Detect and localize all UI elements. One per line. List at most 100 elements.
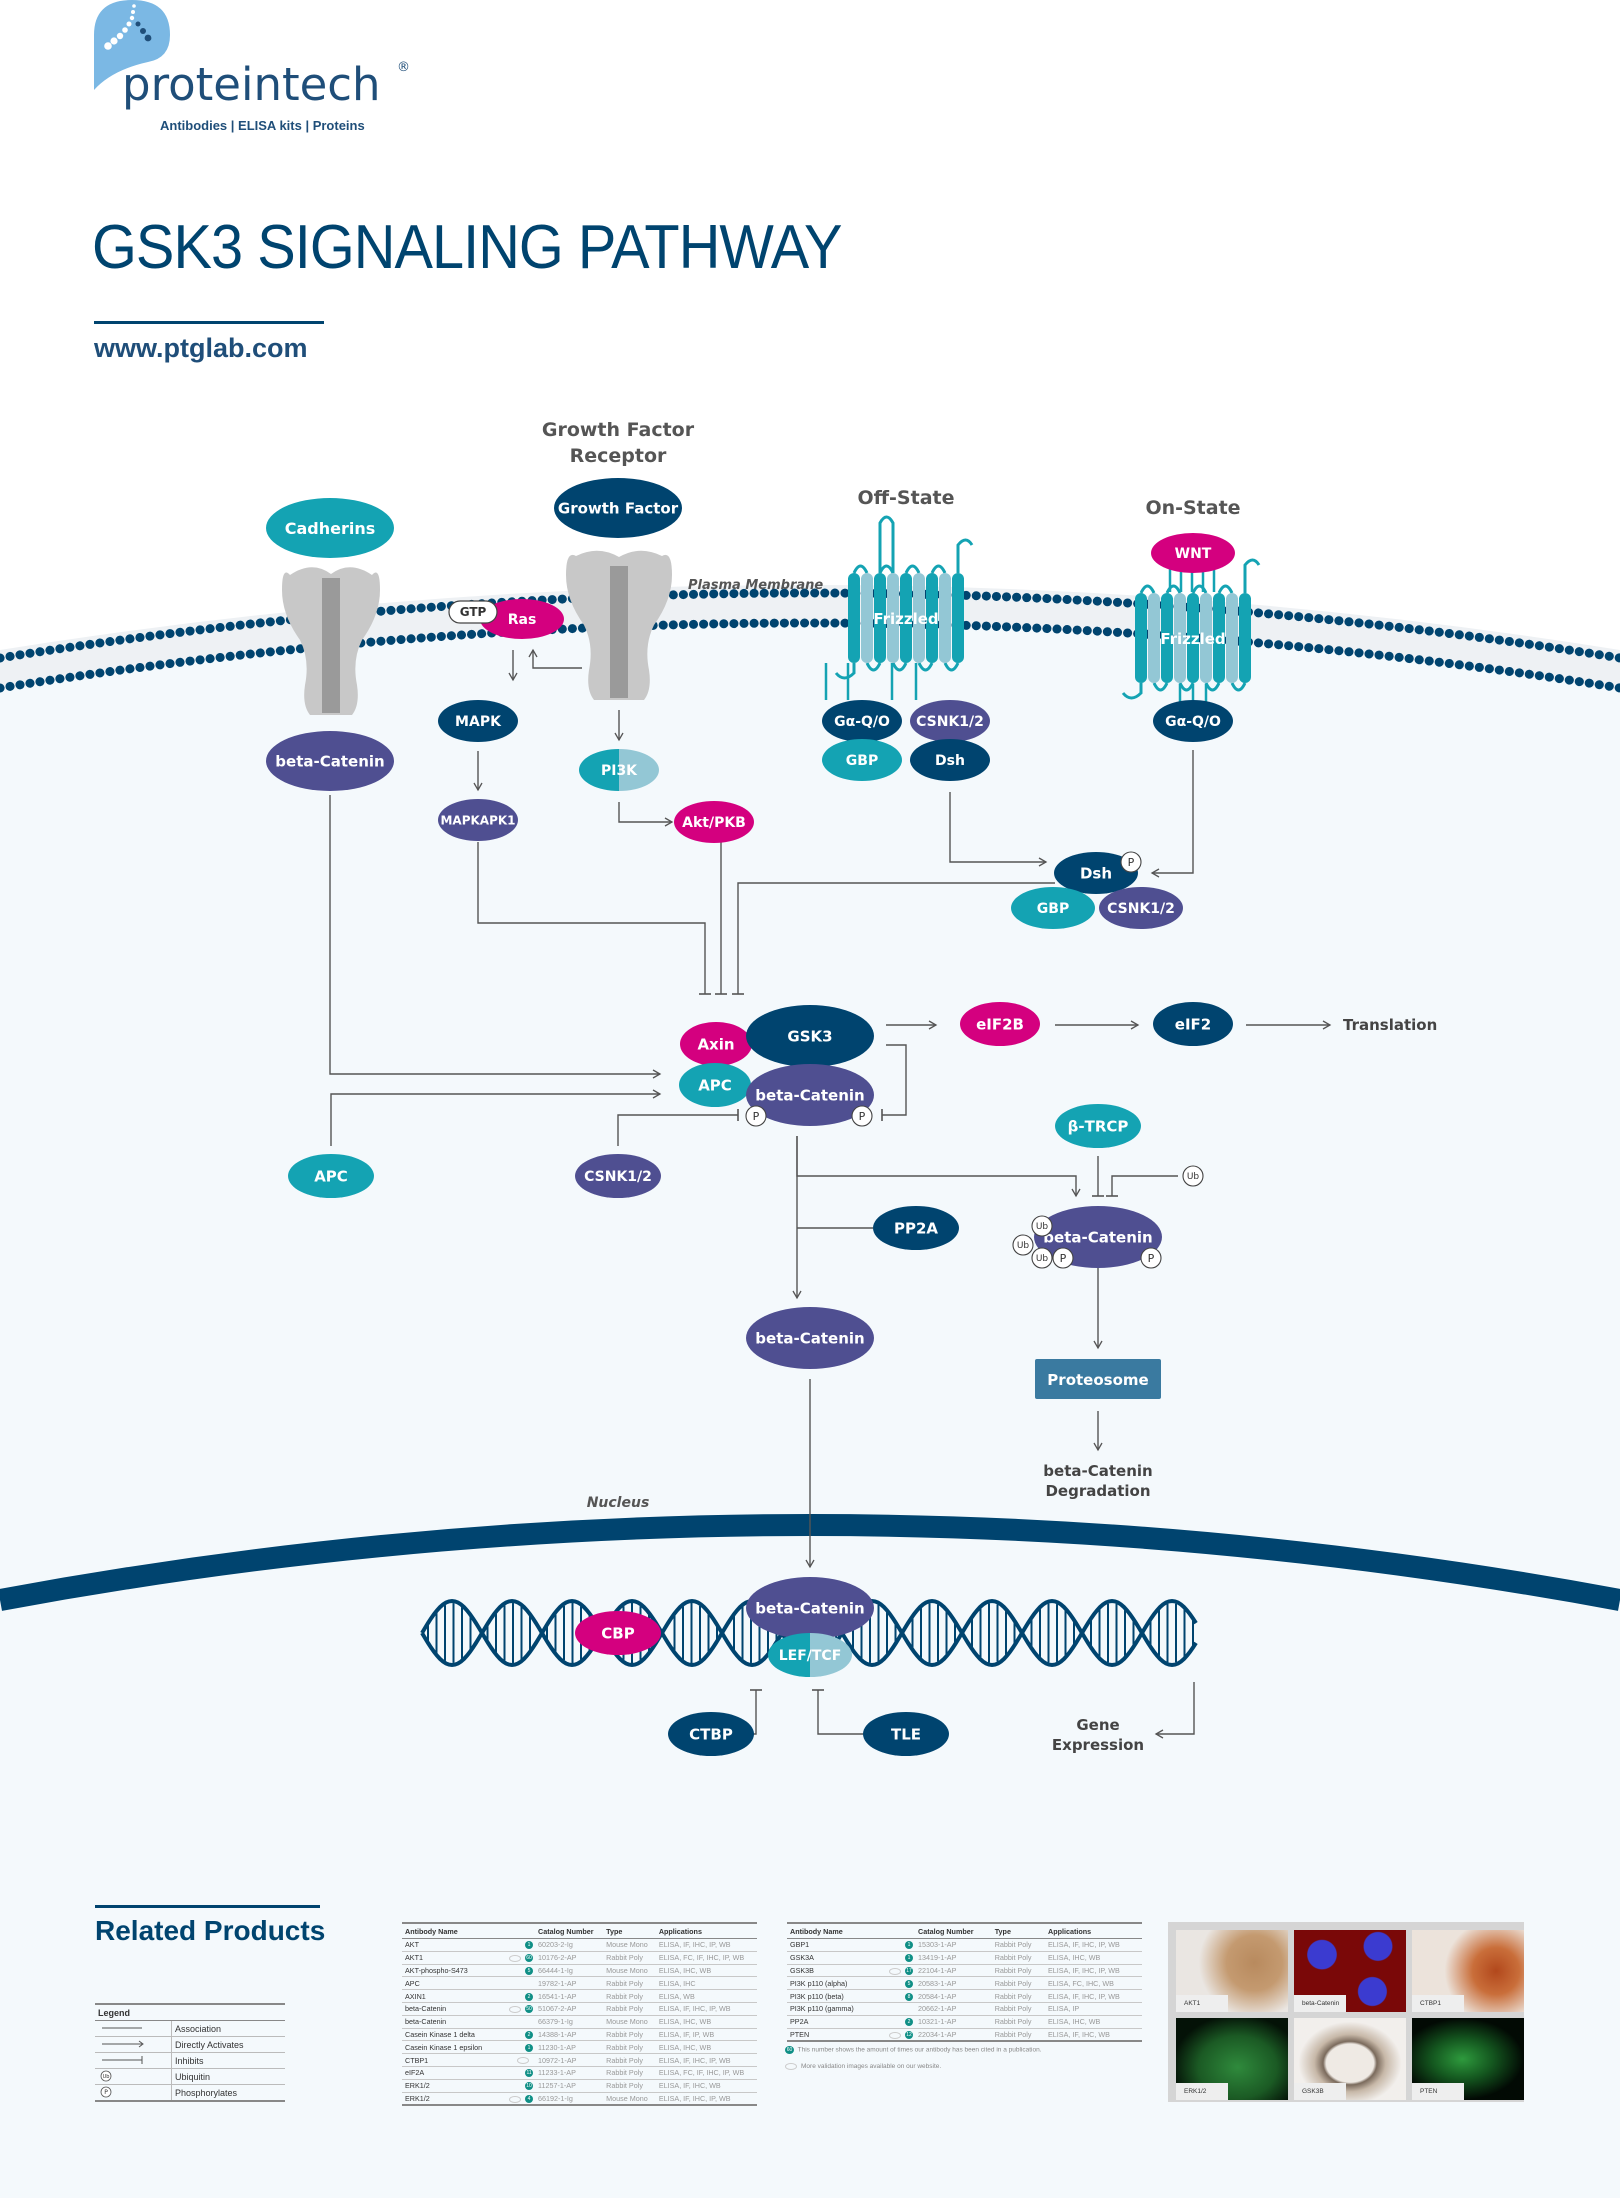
catalog-number[interactable]: 20662-1-AP [915,2002,992,2016]
node-lef-tcf[interactable]: LEF/TCF [768,1633,852,1677]
catalog-number[interactable]: 13419-1-AP [915,1951,992,1965]
antibody-name[interactable]: PTEN [787,2028,875,2043]
node-axin[interactable]: Axin [680,1022,752,1066]
validation-image[interactable]: PTEN [1412,2018,1524,2100]
node-beta-catenin-free[interactable]: beta-Catenin [746,1307,874,1369]
catalog-number[interactable]: 11257-1-AP [535,2079,604,2093]
catalog-number[interactable]: 66444-1-Ig [535,1964,604,1978]
node-apc-left[interactable]: APC [288,1154,374,1198]
antibody-name[interactable]: GSK3B [787,1964,875,1978]
proteosome-box[interactable]: Proteosome [1035,1359,1161,1399]
node-csnk-left[interactable]: CSNK1/2 [575,1154,661,1198]
antibody-name[interactable]: beta-Catenin [402,2002,495,2016]
antibody-name[interactable]: GBP1 [787,1938,875,1952]
antibody-name[interactable]: ERK1/2 [402,2092,495,2107]
antibody-name[interactable]: PI3K p110 (gamma) [787,2002,875,2016]
node-eif2[interactable]: eIF2 [1153,1002,1233,1046]
eye-icon[interactable] [517,2057,530,2065]
catalog-number[interactable]: 14388-1-AP [535,2028,604,2042]
node-tle[interactable]: TLE [863,1712,949,1756]
node-pp2a[interactable]: PP2A [873,1206,959,1250]
node-on-galpha[interactable]: Gα-Q/O [1153,700,1233,742]
validation-image[interactable]: ERK1/2 [1176,2018,1288,2100]
catalog-number[interactable]: 19782-1-AP [535,1976,604,1991]
node-btrcp[interactable]: β-TRCP [1055,1104,1141,1148]
antibody-name[interactable]: Casein Kinase 1 epsilon [402,2040,495,2055]
node-dsh-active[interactable]: Dsh [1054,852,1138,894]
node-beta-catenin-complex[interactable]: beta-Catenin [746,1064,874,1126]
catalog-number[interactable]: 10176-2-AP [535,1951,604,1965]
node-gbp-active[interactable]: GBP [1011,887,1095,929]
catalog-number[interactable]: 20584-1-AP [915,1989,992,2003]
node-off-dsh[interactable]: Dsh [910,739,990,781]
antibody-name[interactable]: AKT1 [402,1951,495,1965]
node-off-gbp[interactable]: GBP [822,739,902,781]
website-link[interactable]: www.ptglab.com [94,333,308,363]
eye-icon[interactable] [509,1954,522,1962]
eye-icon[interactable] [889,2031,902,2039]
node-apc-complex[interactable]: APC [679,1063,751,1107]
antibody-name[interactable]: APC [402,1976,495,1991]
node-akt[interactable]: Akt/PKB [674,801,754,843]
node-pi3k[interactable]: PI3K [579,749,659,791]
node-mapkapk1[interactable]: MAPKAPK1 [438,799,518,841]
validation-image[interactable]: GSK3B [1294,2018,1406,2100]
eye-icon[interactable] [509,2005,522,2013]
node-cbp[interactable]: CBP [575,1611,661,1655]
node-beta-catenin-nuclear[interactable]: beta-Catenin [746,1577,874,1639]
antibody-name[interactable]: AKT [402,1938,495,1952]
validation-image[interactable]: CTBP1 [1412,1930,1524,2012]
antibody-name[interactable]: PI3K p110 (alpha) [787,1976,875,1991]
node-eif2b[interactable]: eIF2B [960,1002,1040,1046]
node-off-galpha[interactable]: Gα-Q/O [822,700,902,742]
catalog-number[interactable]: 66192-1-Ig [535,2092,604,2107]
eye-icon[interactable] [509,2095,522,2103]
antibody-name[interactable]: ERK1/2 [402,2079,495,2093]
node-off-csnk[interactable]: CSNK1/2 [910,700,990,742]
antibody-name[interactable]: AXIN1 [402,1989,495,2003]
antibody-name[interactable]: PI3K p110 (beta) [787,1989,875,2003]
catalog-number[interactable]: 66379-1-Ig [535,2015,604,2029]
antibody-name[interactable]: PP2A [787,2015,875,2029]
antibody-name[interactable]: AKT-phospho-S473 [402,1964,495,1978]
catalog-number[interactable]: 22104-1-AP [915,1964,992,1978]
antibody-name[interactable]: eIF2A [402,2066,495,2080]
antibody-name[interactable]: beta-Catenin [402,2015,495,2029]
catalog-number[interactable]: 22034-1-AP [915,2028,992,2043]
catalog-number[interactable]: 15303-1-AP [915,1938,992,1952]
catalog-number[interactable]: 10972-1-AP [535,2053,604,2067]
validation-image[interactable]: beta-Catenin [1294,1930,1406,2012]
node-csnk-active[interactable]: CSNK1/2 [1099,887,1183,929]
catalog-number[interactable]: 60203-2-Ig [535,1938,604,1952]
antibody-name[interactable]: CTBP1 [402,2053,495,2067]
node-ras[interactable]: Ras [480,599,564,639]
node-mapk[interactable]: MAPK [438,700,518,742]
node-beta-catenin-membrane[interactable]: beta-Catenin [266,731,394,791]
node-growth-factor[interactable]: Growth Factor [554,478,682,538]
node-gsk3[interactable]: GSK3 [746,1005,874,1067]
catalog-number[interactable]: 20583-1-AP [915,1976,992,1991]
catalog-number[interactable]: 11233-1-AP [535,2066,604,2080]
node-cadherins[interactable]: Cadherins [266,498,394,558]
antibody-name[interactable]: Casein Kinase 1 delta [402,2028,495,2042]
catalog-number[interactable]: 51067-2-AP [535,2002,604,2016]
